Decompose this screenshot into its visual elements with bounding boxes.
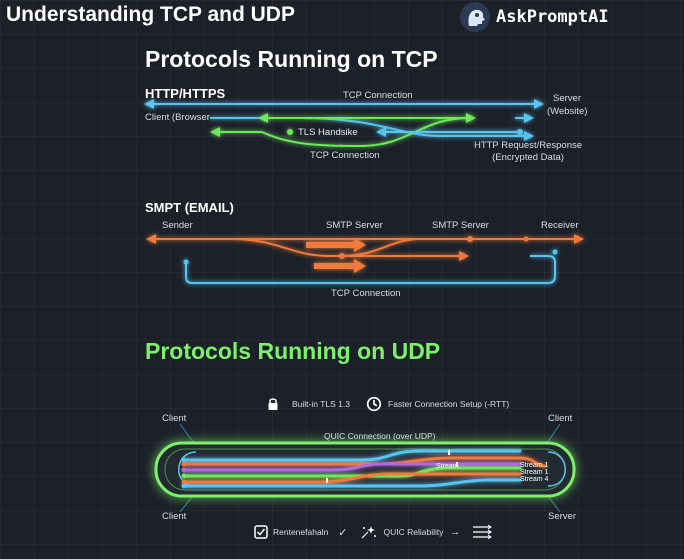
stream-mid-label: Stream (436, 463, 459, 470)
smtp-tcp-node-1 (183, 259, 189, 265)
quic-connection-label: QUIC Connection (over UDP) (324, 431, 436, 441)
clock-icon (366, 396, 382, 412)
smtp-arrow-block-2 (314, 263, 354, 269)
stream-origin-6 (181, 483, 187, 489)
http-request-sub: (Encrypted Data) (492, 152, 564, 163)
tcp-connection-bottom-curve (261, 117, 471, 148)
client-top-left: Client (162, 413, 187, 424)
stream-origin-1 (181, 457, 187, 463)
stream-marker-1 (448, 450, 450, 455)
stream-marker-2 (456, 462, 458, 467)
stream-purple-1 (182, 462, 522, 472)
smtp-tcp-node-2 (552, 249, 558, 255)
tcp-heading: Protocols Running on TCP (145, 46, 438, 72)
stream-origin-4 (181, 473, 187, 479)
http-node-2 (517, 129, 523, 135)
http-server: Server (553, 93, 581, 104)
sparkle-icon (361, 526, 376, 539)
feature-tls: Built-in TLS 1.3 (266, 397, 350, 411)
http-tcp-connection-bottom: TCP Connection (310, 150, 380, 161)
http-tls: TLS Handsike (298, 127, 358, 138)
smtp-curve-down (229, 238, 469, 261)
smtp-arrow-head-2 (354, 259, 366, 273)
smtp-sender: Sender (162, 220, 193, 231)
server-bottom-right: Server (548, 511, 576, 522)
stream-origin-5 (181, 479, 187, 485)
smtp-diagram (146, 234, 584, 284)
footer-row: Rentenefahaln ✓ QUIC Reliability → (254, 524, 493, 540)
brand[interactable]: AskPromptAI (460, 2, 609, 32)
http-client: Client (Browser (145, 112, 210, 123)
http-node-1 (287, 129, 293, 135)
client-top-right: Client (548, 413, 573, 424)
footer-item-2: QUIC Reliability (383, 527, 444, 537)
smtp-receiver: Receiver (541, 220, 579, 231)
feature-rtt-label: Faster Connection Setup (-RTT) (388, 399, 510, 409)
http-diagram (144, 99, 544, 148)
http-server-sub: (Website) (547, 106, 588, 117)
smtp-server-1: SMTP Server (326, 220, 383, 231)
head-profile-icon (460, 2, 490, 32)
http-request: HTTP Request/Response (473, 140, 583, 151)
stream-green-1 (182, 466, 522, 478)
smtp-node-2 (467, 236, 473, 242)
stream-label-3: Stream 4 (520, 476, 549, 483)
smtp-tcp-connection: TCP Connection (331, 288, 401, 299)
footer-arrow: → (449, 526, 461, 538)
footer-item-1: Rentenefahaln (273, 527, 329, 537)
quic-diagram (154, 423, 576, 513)
stream-marker-3 (326, 478, 328, 483)
smtp-arrow-block-1 (306, 242, 354, 248)
stream-orange-2 (182, 472, 522, 484)
stream-origin-3 (181, 467, 187, 473)
smtp-node-3 (523, 236, 529, 242)
checkbox-icon (254, 525, 268, 539)
udp-heading: Protocols Running on UDP (145, 338, 441, 364)
stream-blue-2 (182, 478, 522, 488)
http-title: HTTP/HTTPS (145, 86, 226, 101)
http-tcp-connection-top: TCP Connection (343, 90, 413, 101)
smtp-curve-up (339, 238, 421, 257)
smtp-node-1 (339, 253, 345, 259)
smtp-server-2: SMTP Server (432, 220, 489, 231)
quic-streams (182, 449, 547, 488)
stream-label-1: Stream 1 (520, 462, 549, 469)
client-bottom-left: Client (162, 511, 187, 522)
stream-blue-1 (182, 449, 522, 462)
smtp-tcp-loop (185, 255, 556, 284)
smtp-arrow-head-1 (354, 238, 366, 252)
feature-rtt: Faster Connection Setup (-RTT) (366, 396, 509, 412)
streams-icon (472, 524, 492, 540)
smtp-title: SMPT (EMAIL) (145, 200, 234, 215)
footer-check: ✓ (338, 526, 348, 539)
brand-name: AskPromptAI (496, 7, 609, 27)
page-title: Understanding TCP and UDP (6, 3, 295, 26)
feature-tls-label: Built-in TLS 1.3 (292, 399, 350, 409)
stream-label-2: Stream 1 (520, 469, 549, 476)
stream-origin-2 (181, 461, 187, 467)
lock-icon (268, 398, 278, 410)
quic-end-cap-right (547, 451, 566, 487)
